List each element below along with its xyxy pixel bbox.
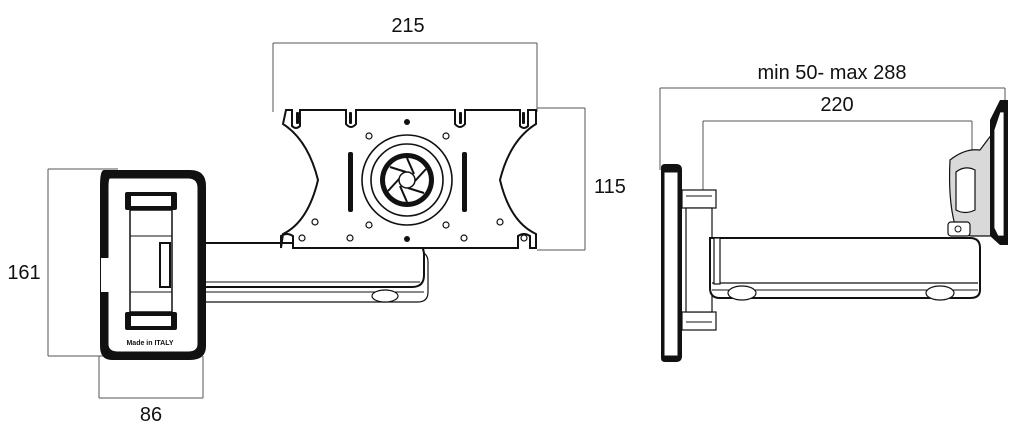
side-arm-joint-right [925,285,955,301]
wall-base: Made in ITALY [100,170,206,360]
dimension-215-label: 215 [391,15,424,37]
dimension-extension-label: min 50- max 288 [758,62,907,84]
dimension-86: 86 [98,356,204,426]
side-arm [709,237,981,301]
dimension-161: 161 [7,168,118,357]
side-arm-joint-left [727,285,757,301]
dimension-extension: min 50- max 288 [659,62,1006,170]
dimension-220: 220 [702,94,973,230]
lower-arm-joint [371,289,399,303]
dimension-215: 215 [272,15,538,112]
front-view: 215 115 161 86 [7,15,626,426]
dimension-86-label: 86 [140,404,162,426]
rotating-hub [361,134,453,226]
dimension-220-label: 220 [820,94,853,116]
side-wall-plate [661,164,717,362]
made-in-italy-label: Made in ITALY [126,340,173,347]
tilt-head [947,100,1008,245]
vesa-plate [280,109,537,249]
side-view: min 50- max 288 220 [659,62,1008,362]
dimension-115-label: 115 [594,176,626,198]
dimension-115: 115 [537,107,626,251]
dimension-161-label: 161 [7,262,40,284]
arm-pivot [159,242,171,288]
